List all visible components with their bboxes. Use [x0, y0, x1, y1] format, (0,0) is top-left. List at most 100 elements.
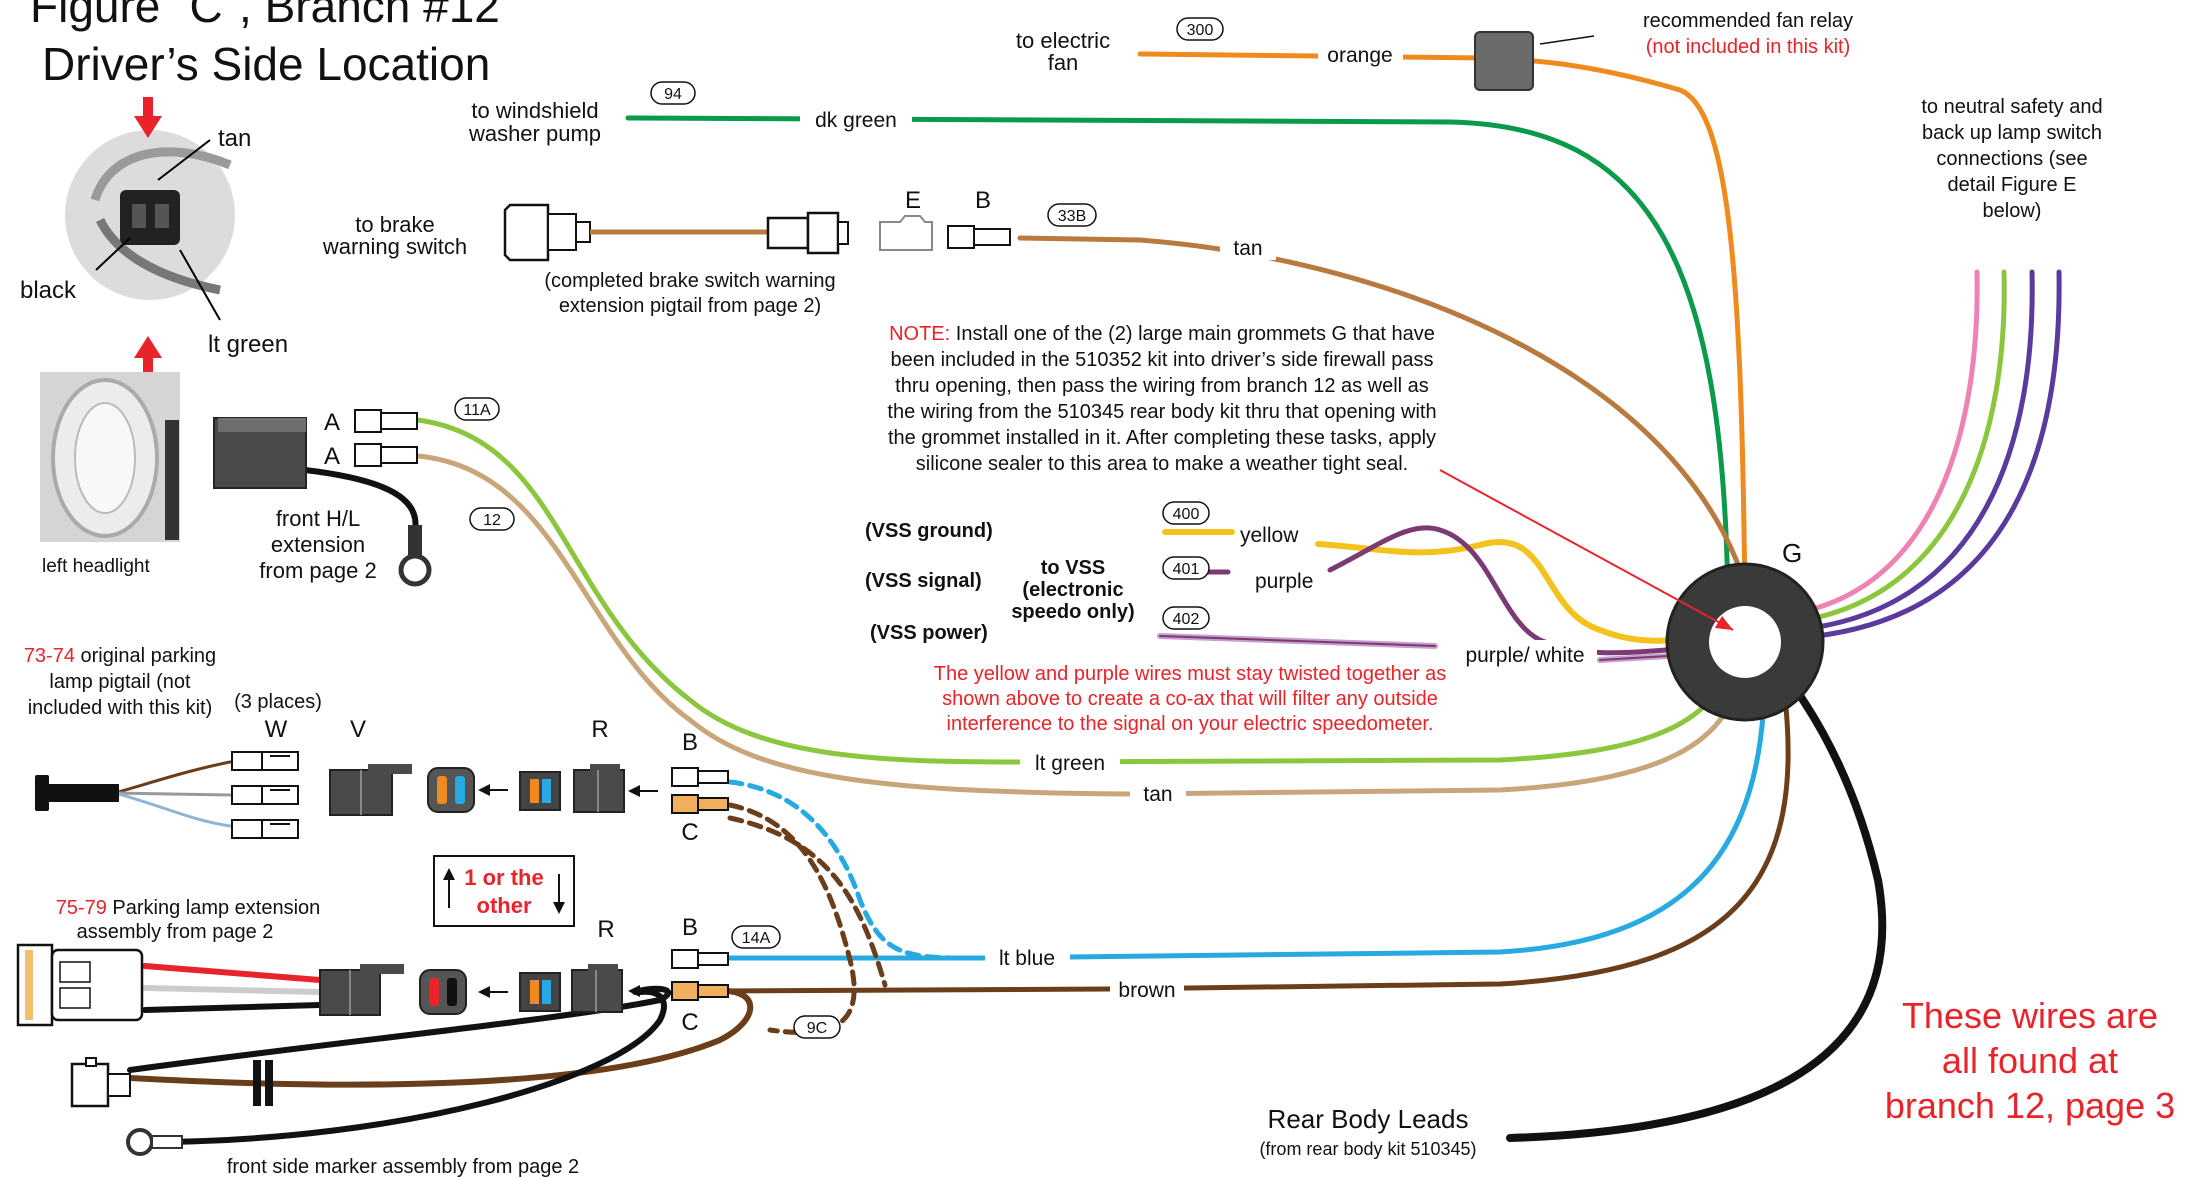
hl-extension-connector: [213, 417, 307, 489]
arrow-1-head: [478, 784, 490, 796]
bulb-socket-1: [427, 767, 475, 813]
circle-94-label: 94: [664, 86, 682, 103]
tan-label-bg: [1130, 780, 1186, 808]
arrow-4-head: [628, 985, 640, 997]
brake-line1: to brake: [355, 212, 435, 237]
label-a-1: A: [324, 409, 340, 436]
connector-e: [879, 215, 933, 251]
wire-parking-brown: [113, 760, 232, 795]
washer-line2: washer pump: [468, 121, 601, 146]
three-places: (3 places): [234, 691, 322, 713]
terminal-w-3: [231, 819, 299, 839]
grommet-g: [1665, 562, 1825, 722]
hl-extension-ring-terminal: [398, 525, 432, 587]
fan-line1: to electric: [1016, 28, 1110, 53]
orange-label-bg: [1318, 40, 1403, 68]
wire-ext-red: [142, 963, 323, 983]
wire-lt-blue-dashed: [727, 779, 963, 961]
terminal-w-2: [231, 785, 299, 805]
circle-401: [1162, 556, 1210, 580]
neutral-line2: back up lamp switch: [1922, 122, 2102, 144]
bulb-socket-2: [519, 771, 561, 811]
circle-33b-label: 33B: [1058, 208, 1086, 225]
wire-rear-body-black: [1506, 636, 1887, 1142]
side-marker-grommet: [253, 1060, 273, 1106]
bulb-socket-3: [419, 969, 467, 1015]
ext-line1-text: Parking lamp extension: [107, 897, 320, 919]
up-arrow-small-head: [443, 868, 455, 880]
figure-subtitle: Driver’s Side Location: [42, 38, 490, 90]
relay-line1: recommended fan relay: [1643, 10, 1853, 32]
hl-tan-label: tan: [218, 125, 251, 152]
circle-94: [650, 81, 696, 105]
connector-a-1: [354, 409, 418, 433]
vss-warning3: interference to the signal on your elect…: [947, 713, 1434, 735]
ext-line1: 75-79 Parking lamp extension: [56, 897, 321, 919]
wire-vss-yellow: [1162, 529, 1738, 644]
ltgreen-pointer: [179, 249, 221, 321]
wire-dk-green: [625, 115, 1731, 613]
note-line2: been included in the 510352 kit into dri…: [891, 349, 1434, 371]
circle-402: [1162, 606, 1210, 630]
parking-line1-text: original parking: [75, 645, 216, 667]
wire-brown: [719, 657, 1791, 994]
wire-lt-green: [415, 417, 1738, 765]
washer-line1: to windshield: [471, 98, 598, 123]
circle-11a-label: 11A: [463, 402, 491, 419]
neutral-line4: detail Figure E: [1948, 174, 2077, 196]
circle-401-label: 401: [1173, 561, 1200, 578]
note-prefix: NOTE:: [889, 323, 950, 345]
wire-marker-brown: [127, 987, 754, 1088]
hl-ext-line1: front H/L: [276, 506, 360, 531]
lt-green-label: lt green: [1035, 752, 1105, 775]
connector-v: [329, 764, 412, 816]
hl-ext-line2: extension: [271, 532, 365, 557]
brake-note1: (completed brake switch warning: [544, 270, 835, 292]
wire-tan-33b: [1017, 235, 1755, 613]
arrow-2-head: [628, 785, 640, 797]
circle-402-label: 402: [1173, 611, 1200, 628]
wire-tan: [415, 453, 1745, 797]
note-line3: thru opening, then pass the wiring from …: [895, 375, 1429, 397]
yellow-label: yellow: [1240, 524, 1299, 547]
rear-line1: Rear Body Leads: [1268, 1104, 1469, 1134]
headlight-connector-photo: [40, 120, 240, 320]
orange-label: orange: [1327, 44, 1392, 67]
note-arrow: [1439, 469, 1734, 631]
circle-14a-label: 14A: [742, 930, 771, 947]
vss-warning1: The yellow and purple wires must stay tw…: [934, 663, 1446, 685]
wire-vss-purple-white-stripe: [1159, 635, 1436, 647]
vss-to1: to VSS: [1041, 557, 1105, 579]
tan-label: tan: [1143, 783, 1172, 806]
side-marker-ring-terminal: [126, 1128, 183, 1156]
wire-ext-black: [142, 1002, 323, 1013]
parking-line3: included with this kit): [28, 697, 213, 719]
down-arrow-small-head: [553, 902, 565, 914]
note-line1: NOTE: Install one of the (2) large main …: [889, 323, 1435, 345]
brake-note2: extension pigtail from page 2): [559, 295, 821, 317]
hl-black-label: black: [20, 277, 77, 304]
label-c-1: C: [681, 819, 698, 846]
circle-9c-label: 9C: [807, 1020, 827, 1037]
purple-label: purple: [1255, 570, 1313, 593]
circle-33b: [1047, 203, 1097, 227]
ext-line2: assembly from page 2: [77, 921, 274, 943]
label-r-1: R: [591, 716, 608, 743]
relay-line2: (not included in this kit): [1646, 36, 1851, 58]
wire-marker-black-1: [127, 985, 671, 1073]
label-w: W: [265, 716, 288, 743]
parking-line2: lamp pigtail (not: [49, 671, 191, 693]
label-e: E: [905, 187, 921, 214]
hl-ext-line3: from page 2: [259, 558, 376, 583]
note-arrowhead: [1715, 616, 1733, 630]
hl-ltgreen-label: lt green: [208, 331, 288, 358]
wire-pink: [1787, 269, 1980, 617]
figure-title: Figure "C", Branch #12: [30, 0, 500, 32]
circle-11a: [454, 397, 500, 421]
connector-r-1: [573, 764, 625, 813]
hl-caption: left headlight: [42, 556, 150, 577]
circle-400-label: 400: [1173, 506, 1200, 523]
terminal-c-2: [671, 981, 729, 1001]
circle-9c: [793, 1015, 841, 1039]
